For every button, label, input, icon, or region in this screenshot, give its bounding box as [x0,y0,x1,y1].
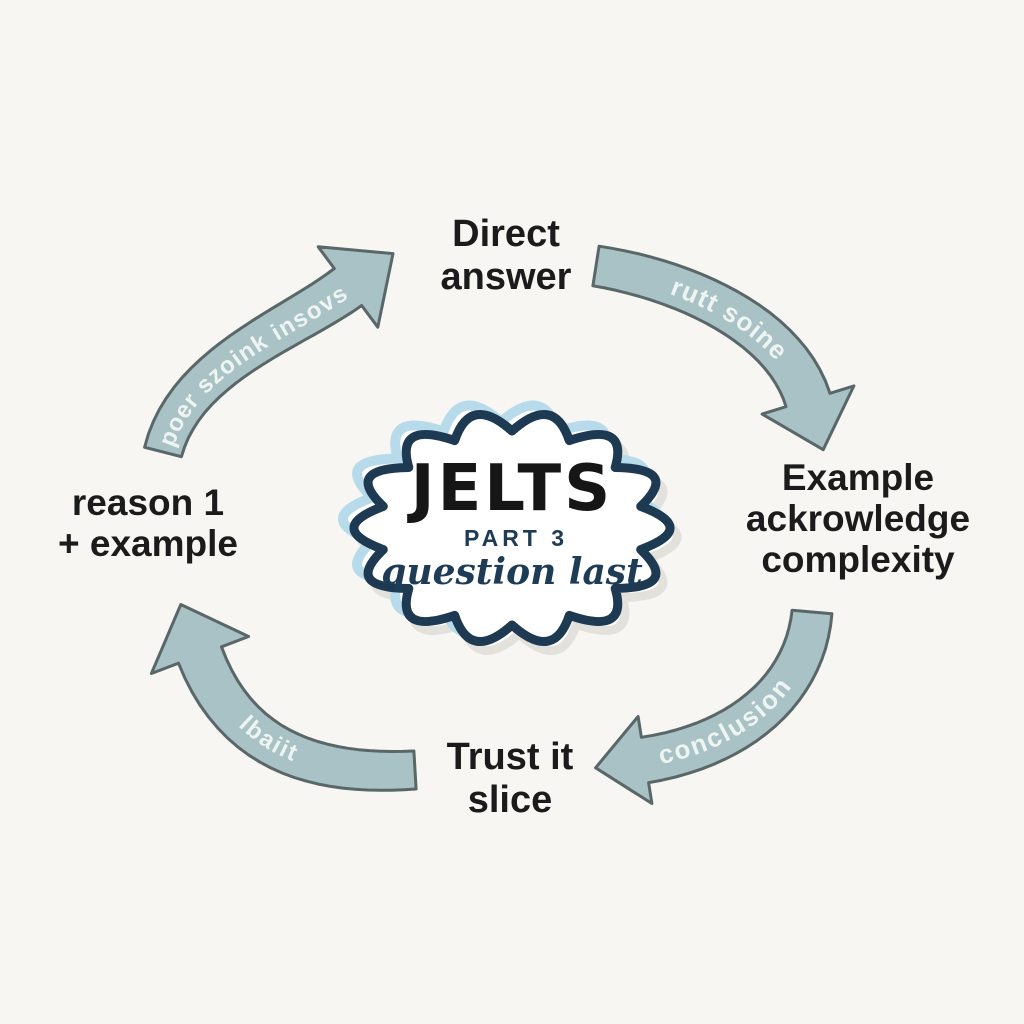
node-example-acknowledge-complexity: Example ackrowledge complexity [745,457,971,580]
cloud-subtitle: PART 3 [464,525,568,551]
arrow-up-left-icon [149,603,418,792]
arrow-up-right-icon [143,245,395,459]
cloud-title: JELTS [407,452,613,526]
node-trust-it-slice: Trust it slice [446,736,574,821]
cloud-caption: question last [381,551,643,593]
arrow-down-right-icon [591,244,856,452]
arrow-down-left-icon [594,608,834,805]
node-direct-answer: Direct answer [440,213,572,298]
center-cloud: JELTS PART 3 question last [338,400,682,655]
cloud-outline [349,410,675,646]
cycle-arrows [143,244,856,805]
node-reason-plus-example: reason 1 + example [58,482,238,564]
